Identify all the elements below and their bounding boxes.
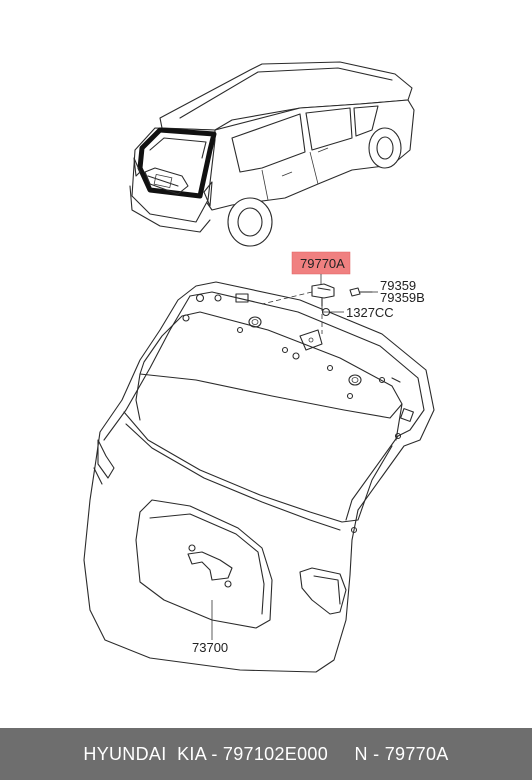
callout-label: 79359	[380, 278, 416, 293]
callout-label: 79359B	[380, 290, 425, 305]
tailgate-illustration	[83, 281, 435, 673]
callout-label: 79770A	[300, 256, 345, 271]
callout-1327CC: 1327CC	[330, 305, 394, 320]
callout-79359: 79359 79359B	[372, 278, 425, 305]
footer-text: HYUNDAI KIA - 797102E000 N - 79770A	[83, 743, 449, 764]
screw-part	[349, 287, 373, 297]
vehicle-illustration	[129, 61, 415, 247]
callout-79770A: 79770A	[291, 251, 351, 284]
part-number-footer: HYUNDAI KIA - 797102E000 N - 79770A	[0, 728, 532, 780]
hinge-bracket-part	[311, 283, 335, 307]
callout-label: 73700	[192, 640, 228, 655]
callout-73700: 73700	[192, 600, 228, 655]
callout-label: 1327CC	[346, 305, 394, 320]
parts-diagram: 79770A 79359 79359B 1327CC 73700	[83, 61, 435, 673]
projection-line	[261, 291, 313, 305]
nut-part	[321, 307, 331, 317]
